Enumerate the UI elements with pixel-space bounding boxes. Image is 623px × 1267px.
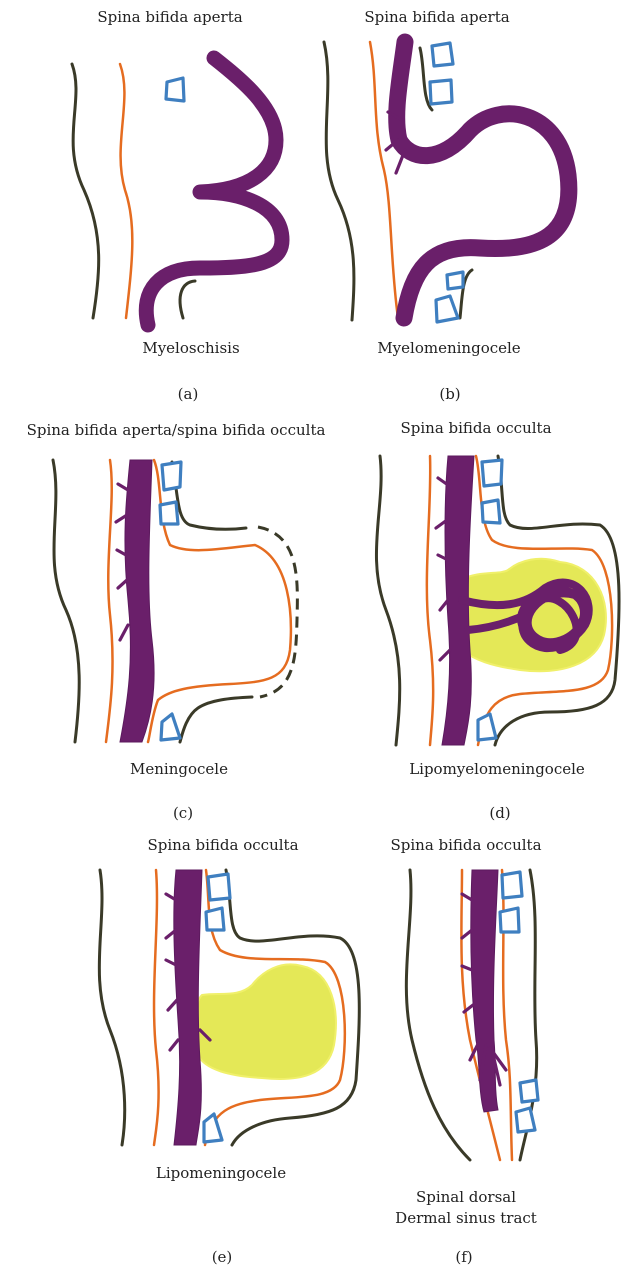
panel-e-vertebra-1 — [208, 874, 230, 900]
panel-e-lipoma — [194, 964, 336, 1079]
panel-f-vertebra-4 — [516, 1108, 535, 1132]
panel-e-vertebra-2 — [206, 908, 224, 930]
panel-c-skin-left — [53, 460, 79, 742]
panel-c-vertebra-2 — [160, 502, 178, 524]
panel-b-vertebra-1 — [432, 43, 453, 66]
panel-f-nerve-root-1 — [462, 894, 472, 900]
panel-d-nerve-root-5 — [440, 650, 450, 660]
panel-c-spinal-cord — [120, 460, 154, 742]
panel-e-nerve-root-5 — [170, 1040, 178, 1050]
panel-b-vertebra-2 — [430, 80, 452, 104]
panel-a-vertebra — [166, 78, 184, 101]
panel-f-vertebra-1 — [502, 872, 522, 898]
panel-f-spinal-cord — [471, 870, 498, 1112]
panel-c-nerve-root-1 — [118, 484, 128, 490]
panel-b-skin-left — [324, 42, 354, 320]
panel-e-vertebra-3 — [204, 1114, 222, 1142]
panel-d-dura-left — [427, 456, 433, 745]
panel-d-vertebra-3 — [478, 714, 496, 740]
panel-a-illustration — [72, 58, 282, 325]
panel-d-vertebra-2 — [482, 500, 500, 523]
panel-a-skin-left — [72, 64, 99, 318]
panel-b-vertebra-4 — [436, 296, 458, 322]
panel-e-spinal-cord — [174, 870, 202, 1145]
panel-f-nerve-root-3 — [462, 966, 472, 970]
panel-e-skin-left — [99, 870, 124, 1145]
panel-c-vertebra-1 — [162, 462, 181, 490]
panel-c-dura-left — [106, 460, 113, 742]
panel-c-vertebra-3 — [161, 714, 180, 740]
panel-a-dura — [120, 64, 132, 318]
panel-c-nerve-root-5 — [120, 625, 128, 640]
panel-b-spinal-cord — [397, 42, 569, 318]
panel-c-illustration — [53, 460, 297, 742]
panel-e-dura-left — [154, 870, 159, 1145]
panel-f-illustration — [406, 870, 538, 1160]
panel-e-nerve-root-4 — [168, 1000, 177, 1010]
panel-f-vertebra-2 — [500, 908, 519, 932]
panel-f-vertebra-3 — [520, 1080, 538, 1102]
panel-d-skin-left — [376, 456, 399, 745]
panel-d-vertebra-1 — [482, 460, 502, 486]
panel-b-vertebra-3 — [447, 272, 463, 289]
panel-c-skin-lower — [180, 697, 252, 742]
panel-c-nerve-root-4 — [118, 580, 127, 588]
panel-c-skin-outer — [172, 462, 246, 529]
panel-d-illustration — [376, 456, 619, 745]
panel-e-illustration — [99, 870, 359, 1145]
panel-b-illustration — [324, 42, 569, 322]
panel-a-skin-right — [180, 281, 195, 318]
